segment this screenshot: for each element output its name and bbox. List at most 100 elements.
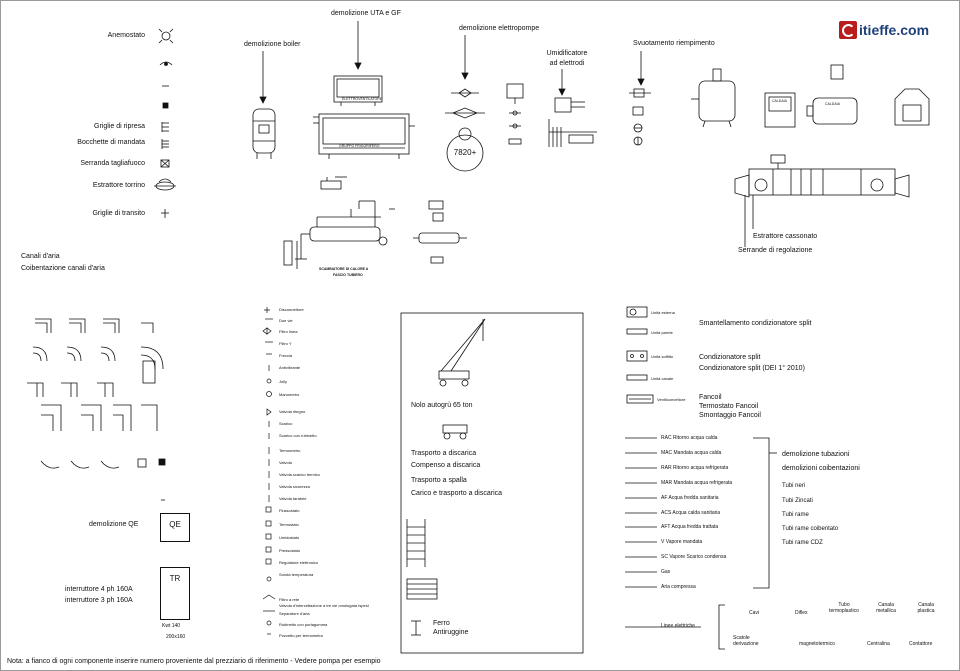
pipe-legend-item: Aria compressa bbox=[661, 584, 696, 590]
pipe-legend-item: AFT Acqua fredda trattata bbox=[661, 524, 719, 530]
griglia-ripresa-icon bbox=[161, 122, 169, 132]
pipe-legend-item: SC Vapore Scarico condensa bbox=[661, 554, 727, 560]
svuotamento-label: Svuotamento riempimento bbox=[633, 40, 715, 47]
brand-name: itieffe.com bbox=[859, 22, 930, 38]
scambiatore-label-2: FASCIO TUBIERO bbox=[333, 273, 363, 277]
valve-small-drawing bbox=[413, 200, 467, 264]
pipe-legend-item: Gas bbox=[661, 569, 671, 575]
smantellamento-split-label: Smantellamento condizionatore split bbox=[699, 320, 812, 327]
valve-legend-item: Manometro bbox=[279, 392, 300, 397]
electric-item: Canala metallica bbox=[876, 602, 896, 614]
valve-legend-item: Antivibrante bbox=[279, 365, 301, 370]
valve-legend-item: Valvola d'intercettazione a tre vie omol… bbox=[279, 603, 369, 608]
valve-legend-item: Filtro Y bbox=[279, 341, 292, 346]
interruttore-3ph-label: interruttore 3 ph 160A bbox=[65, 597, 133, 604]
split-unit-label: Unità soffitto bbox=[651, 354, 674, 359]
electric-item: Scatole derivazione bbox=[733, 635, 759, 647]
tubi-rame-cdz-label: Tubi rame CDZ bbox=[782, 540, 823, 546]
serranda-tagliafuoco-icon bbox=[160, 159, 170, 168]
umidificatore-elettrodi-label: ad elettrodi bbox=[549, 60, 585, 67]
serranda-tagliafuoco-label: Serranda tagliafuoco bbox=[80, 160, 145, 167]
antiruggine-label: Antiruggine bbox=[433, 629, 469, 636]
electric-item: Diflex bbox=[795, 610, 808, 616]
valve-legend-item: Disconnettore bbox=[279, 307, 304, 312]
coibentazione-canali-label: Coibentazione canali d'aria bbox=[21, 265, 105, 272]
electric-item: Contattore bbox=[909, 641, 933, 647]
demolizione-elettropompe-label: demolizione elettropompe bbox=[459, 25, 540, 32]
bocchetta-mandata-icon bbox=[161, 139, 169, 149]
valve-legend-item: Valvola ritegno bbox=[279, 409, 306, 414]
condizionatore-split-label: Condizionatore split bbox=[699, 354, 761, 361]
caldaia-drawings bbox=[764, 64, 930, 128]
valve-legend-icons bbox=[262, 307, 276, 635]
canali-aria-label: Canali d'aria bbox=[21, 253, 60, 260]
valve-legend-item: Termometro bbox=[279, 448, 301, 453]
footer-note: Nota: a fianco di ogni componente inseri… bbox=[7, 658, 381, 665]
interruttore-4ph-label: interruttore 4 ph 160A bbox=[65, 586, 133, 593]
uta-drawing bbox=[313, 75, 415, 159]
griglie-transito-label: Griglie di transito bbox=[92, 210, 145, 217]
valve-legend-item: Jolly bbox=[279, 379, 288, 384]
tubi-zincati-label: Tubi Zincati bbox=[782, 498, 813, 504]
valve-legend-item: Valvola sicurezza bbox=[279, 484, 310, 489]
valve-legend-item: Due vie bbox=[279, 318, 293, 323]
brand-logo[interactable]: itieffe.com bbox=[839, 19, 929, 41]
electric-item: magnetotermico bbox=[799, 641, 835, 647]
umidificatore-label: Umidificatore bbox=[546, 50, 588, 57]
valve-legend-item: Separatore d'aria bbox=[279, 611, 310, 616]
caldaia-label-1: CALDAIA bbox=[772, 99, 787, 103]
transport-frame bbox=[400, 312, 584, 654]
trasporto-discarica-label: Trasporto a discarica bbox=[411, 450, 477, 457]
estrattore-torrino-label: Estrattore torrino bbox=[92, 182, 145, 189]
uta-main-label: GRUPPO FRIGORIFERO bbox=[339, 144, 380, 148]
pipe-legend-item: RAC Ritorno acqua calda bbox=[661, 435, 718, 441]
electric-item: Tubo termoplastico bbox=[829, 602, 859, 614]
split-unit-label: Unità esterna bbox=[651, 310, 675, 315]
carico-trasporto-label: Carico e trasporto a discarica bbox=[411, 490, 503, 497]
demolizioni-coibentazioni-label: demolizioni coibentazioni bbox=[782, 465, 860, 472]
diffuser-icon bbox=[159, 61, 173, 66]
valve-legend-item: Scarico con rubinetto bbox=[279, 433, 317, 438]
electric-item: Centralina bbox=[867, 641, 890, 647]
valve-legend-item: Flussostato bbox=[279, 508, 300, 513]
griglie-ripresa-label: Griglie di ripresa bbox=[94, 123, 145, 130]
estrattore-torrino-icon bbox=[154, 178, 176, 191]
valve-legend-item: Filtro linea bbox=[279, 329, 298, 334]
nolo-autogru-label: Nolo autogrù 65 ton bbox=[411, 402, 473, 409]
caldaia-label-2: CALDAIA bbox=[825, 102, 840, 106]
tr-box[interactable]: TR bbox=[160, 567, 190, 620]
demolizione-tubazioni-label: demolizione tubazioni bbox=[782, 451, 850, 458]
valve-legend-item: Valvola bbox=[279, 460, 292, 465]
compenso-discarica-label: Compenso a discarica bbox=[411, 462, 481, 469]
condizionatore-split-dei-label: Condizionatore split (DEI 1° 2010) bbox=[699, 365, 805, 372]
pipe-legend-item: AF Acqua fredda sanitaria bbox=[661, 495, 719, 501]
griglia-transito-icon bbox=[161, 209, 169, 218]
ferro-label: Ferro bbox=[433, 620, 450, 627]
qe-box[interactable]: QE bbox=[160, 513, 190, 542]
split-unit-icons bbox=[626, 306, 654, 404]
bocchette-mandata-label: Bocchette di mandata bbox=[77, 139, 145, 146]
boiler-drawing bbox=[252, 108, 276, 159]
valve-legend-item: Scarico bbox=[279, 421, 293, 426]
pipe-legend-item: ACS Acqua calda sanitaria bbox=[661, 510, 721, 516]
anemostato-icon bbox=[158, 28, 174, 44]
valve-legend-item: Filtro a rete bbox=[279, 597, 300, 602]
pipe-legend-item: RAR Ritorno acqua refrigerata bbox=[661, 465, 729, 471]
tank-drawing bbox=[691, 68, 736, 128]
valve-legend-item: Freccia bbox=[279, 353, 293, 358]
demolizione-boiler-label: demolizione boiler bbox=[244, 41, 301, 48]
split-unit-label: Unità canale bbox=[651, 376, 674, 381]
demolizione-uta-label: demolizione UTA e GF bbox=[331, 10, 401, 17]
electric-item: Canala plastica bbox=[917, 602, 935, 614]
svuotamento-drawing bbox=[629, 88, 651, 146]
trasporto-spalla-label: Trasporto a spalla bbox=[411, 477, 467, 484]
tubi-rame-label: Tubi rame bbox=[782, 512, 809, 518]
tubi-rame-coibentato-label: Tubi rame coibentato bbox=[782, 526, 839, 532]
serrande-regolazione-label: Serrande di regolazione bbox=[738, 247, 813, 254]
uta-top-label: ELETTROVENTILATORE bbox=[342, 97, 383, 101]
electric-item: Cavi bbox=[749, 610, 760, 616]
estrattore-cassonato-label: Estrattore cassonato bbox=[753, 233, 818, 240]
pipe-legend-item: MAR Mandata acqua refrigerata bbox=[661, 480, 733, 486]
